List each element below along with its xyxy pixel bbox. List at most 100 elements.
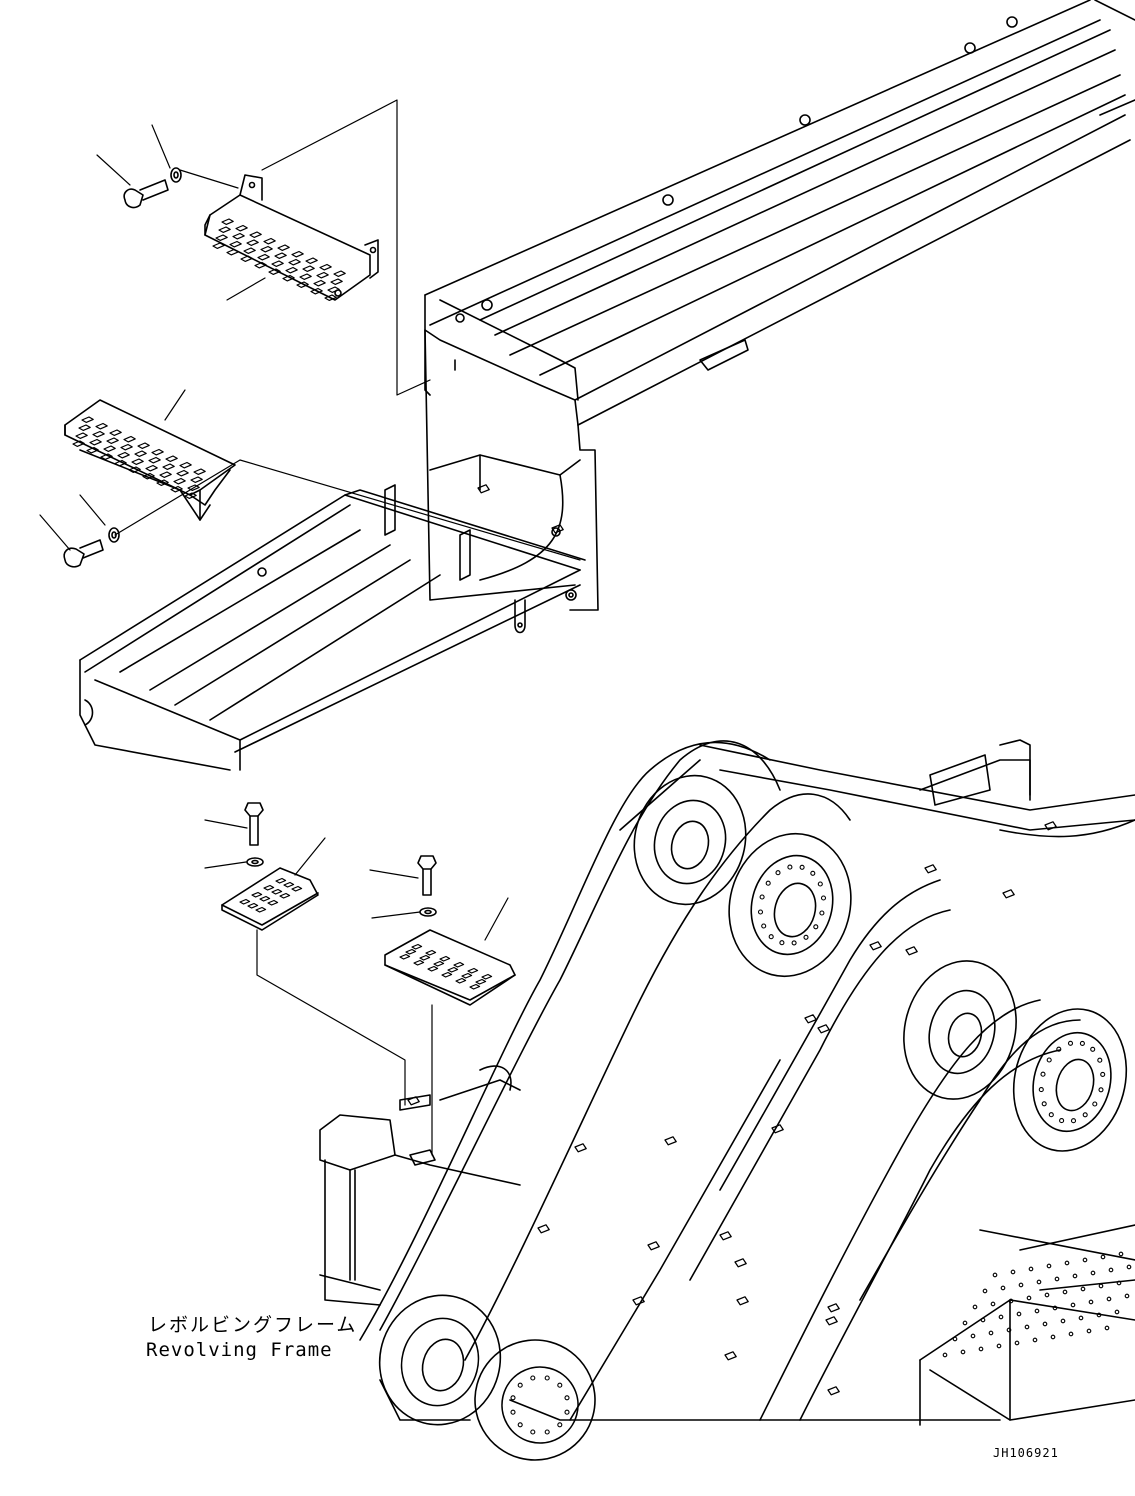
bolt-hole xyxy=(787,864,793,870)
grip-hole xyxy=(455,977,467,984)
perforation-hole xyxy=(1096,1312,1102,1318)
grip-hole xyxy=(159,471,172,478)
grip-hole xyxy=(95,422,108,430)
grip-hole xyxy=(243,247,256,254)
grip-hole xyxy=(128,466,141,473)
grip-hole xyxy=(447,966,459,973)
bolt-hole xyxy=(1100,1071,1106,1077)
bolt-small xyxy=(244,802,264,846)
grip-hole xyxy=(148,456,161,464)
perforation-hole xyxy=(980,1317,986,1323)
perforation-hole xyxy=(952,1336,958,1342)
boss-lower-center xyxy=(474,1339,596,1461)
perforation-hole xyxy=(1034,1308,1040,1314)
grip-hole xyxy=(296,281,309,288)
grip-hole xyxy=(453,961,465,968)
square-fitting xyxy=(719,1231,732,1241)
step-plate-small-holes xyxy=(239,877,303,913)
bolt-hole xyxy=(765,880,771,886)
perforation-hole xyxy=(1126,1264,1132,1270)
boss-right xyxy=(1012,1008,1128,1152)
grip-hole xyxy=(316,271,329,279)
grip-hole xyxy=(229,240,242,248)
grip-hole xyxy=(81,416,94,423)
grip-hole xyxy=(291,885,303,892)
grip-hole xyxy=(288,258,301,266)
bolt-right xyxy=(417,855,437,896)
bolt-hole xyxy=(759,894,765,900)
grip-hole xyxy=(184,492,197,499)
step-plate-small xyxy=(221,867,319,931)
square-fitting xyxy=(924,864,937,874)
grip-hole xyxy=(302,265,315,272)
perforation-hole xyxy=(1044,1292,1050,1298)
perforation-hole xyxy=(1006,1327,1012,1333)
perforation-hole xyxy=(1104,1325,1110,1331)
washer-right xyxy=(419,907,437,917)
grip-hole xyxy=(330,278,343,285)
grip-hole xyxy=(215,234,228,241)
grip-hole xyxy=(255,906,267,913)
bolt-hole xyxy=(1082,1112,1088,1118)
support-bracket xyxy=(424,329,599,611)
square-fitting xyxy=(647,1241,660,1251)
bolt-hole xyxy=(817,881,823,887)
square-fitting xyxy=(477,484,490,494)
bolt-hole xyxy=(564,1409,570,1415)
perforation-hole xyxy=(1016,1311,1022,1317)
grip-hole xyxy=(137,442,150,449)
perforation-hole xyxy=(1032,1337,1038,1343)
grip-hole xyxy=(156,479,169,486)
grip-hole xyxy=(439,955,451,962)
frame-fittings xyxy=(407,484,1057,1396)
grip-hole xyxy=(114,459,127,467)
perforation-hole xyxy=(978,1346,984,1352)
perforation-hole xyxy=(990,1301,996,1307)
washer-small xyxy=(246,857,264,867)
grip-hole xyxy=(106,437,119,444)
step-plate-right xyxy=(384,929,516,1006)
bolt-hole xyxy=(510,1409,516,1415)
washer-top xyxy=(170,167,182,183)
perforation-hole xyxy=(1118,1251,1124,1257)
square-fitting xyxy=(1002,889,1015,899)
perforation-hole xyxy=(1018,1282,1024,1288)
perforation-hole xyxy=(970,1333,976,1339)
frame-label-english: Revolving Frame xyxy=(146,1339,333,1361)
grip-hole xyxy=(75,432,88,439)
grip-hole xyxy=(212,242,225,249)
bolt-hole xyxy=(775,870,781,876)
bolt-hole xyxy=(820,895,827,901)
bolt-top xyxy=(123,179,169,209)
square-fitting xyxy=(817,1024,830,1034)
grip-hole xyxy=(142,472,155,480)
drawing-code: JH106921 xyxy=(993,1446,1059,1460)
grip-hole xyxy=(92,430,105,438)
bolt-hole xyxy=(1056,1046,1062,1052)
bolt-hole xyxy=(761,923,767,929)
grip-hole xyxy=(441,971,453,978)
step-plate-top-holes xyxy=(212,218,346,301)
grip-hole xyxy=(134,450,147,457)
grip-hole xyxy=(151,448,164,456)
square-fitting xyxy=(825,1316,838,1326)
grip-hole xyxy=(190,476,203,483)
grip-hole xyxy=(299,273,312,280)
grip-hole xyxy=(176,469,189,477)
grip-hole xyxy=(165,455,178,462)
grip-hole xyxy=(218,226,231,233)
square-fitting xyxy=(664,1136,677,1146)
boss-middle xyxy=(903,960,1017,1100)
grip-hole xyxy=(251,891,263,898)
perforation-hole xyxy=(1108,1267,1114,1273)
grip-hole xyxy=(109,429,122,436)
bolt-hole xyxy=(803,934,809,940)
perforation-hole xyxy=(1082,1257,1088,1263)
square-fitting xyxy=(574,1143,587,1153)
perforation-hole xyxy=(942,1352,948,1358)
grip-hole xyxy=(103,445,116,452)
grip-hole xyxy=(131,458,144,465)
perforation-hole xyxy=(1080,1286,1086,1292)
grip-hole xyxy=(246,239,259,246)
